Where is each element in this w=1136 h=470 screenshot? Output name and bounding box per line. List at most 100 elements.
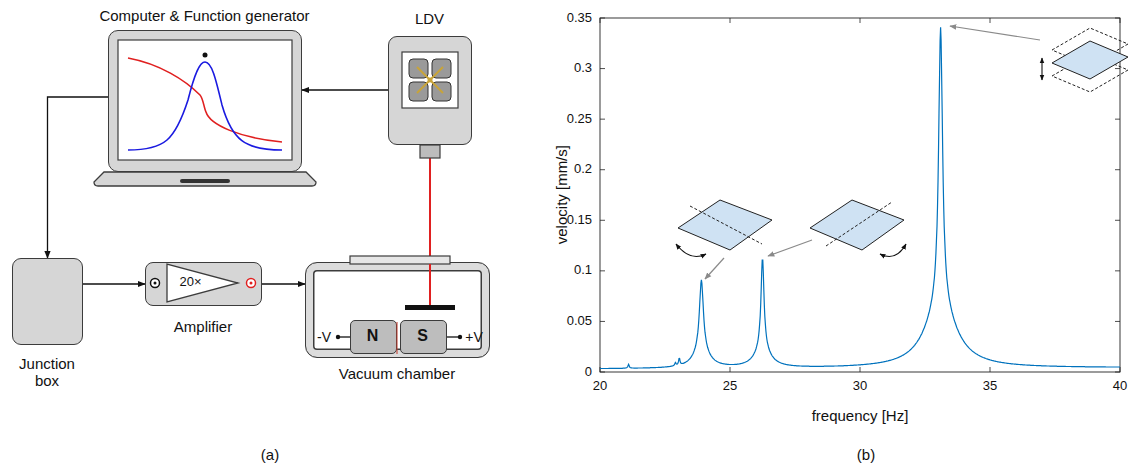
drawing-part: [350, 256, 450, 264]
tick-mark: [1120, 18, 1121, 23]
tick-mark: [600, 119, 605, 120]
drawing-part: [678, 200, 772, 250]
tick-mark: [990, 18, 991, 23]
signal-arrow: [83, 283, 145, 284]
tick-mark: [600, 169, 605, 170]
tick-mark: [1115, 68, 1120, 69]
magnet-pole: S: [400, 320, 447, 354]
tick-mark: [600, 68, 605, 69]
drawing-part: [950, 26, 1040, 40]
tick-mark: [600, 372, 605, 373]
tick-label: 0.05: [567, 314, 592, 329]
laptop-monitor: Computer & Function generator: [108, 30, 302, 172]
drawing-part: [397, 322, 398, 354]
drawing-part: [128, 58, 282, 142]
tick-mark: [1115, 169, 1120, 170]
tick-label: 0.3: [574, 61, 592, 76]
drawing-part: [810, 200, 904, 250]
drawing-part: [118, 40, 292, 160]
drawing-part: [1052, 41, 1128, 79]
node-label: N: [367, 327, 379, 345]
tick-mark: [1115, 220, 1120, 221]
tick-mark: [1115, 18, 1120, 19]
drawing-part: [458, 335, 462, 339]
drawing-part: [417, 67, 443, 93]
drawing-part: [705, 258, 724, 279]
response-curve: [600, 27, 1120, 368]
tick-mark: [600, 18, 601, 23]
node-label: Amplifier: [174, 318, 232, 335]
drawing-part: [1052, 54, 1128, 92]
drawing-part: [167, 264, 238, 302]
drawing-part: [768, 240, 812, 256]
annotation-label: (b): [857, 446, 875, 463]
drawing-part: [247, 279, 256, 288]
node-label: LDV: [415, 10, 444, 27]
drawing-part: [676, 244, 706, 256]
drawing-part: [409, 82, 428, 101]
tick-mark: [860, 18, 861, 23]
annotation-label: -V: [317, 329, 331, 345]
drawing-part: [826, 202, 892, 246]
tick-mark: [730, 18, 731, 23]
tick-label: 0: [585, 365, 592, 380]
tick-mark: [1115, 372, 1120, 373]
vacuum-chamber: Vacuum chamberNS: [305, 262, 490, 358]
drawing-part: [180, 179, 230, 183]
tick-mark: [600, 220, 605, 221]
magnet-pole: N: [350, 320, 397, 354]
drawing-part: [154, 282, 157, 285]
drawing-part: [1052, 28, 1128, 66]
signal-arrow: [48, 97, 109, 258]
drawing-part: [429, 264, 431, 305]
tick-mark: [1115, 321, 1120, 322]
drawing-part: [336, 335, 340, 339]
drawing-part: [600, 18, 1120, 372]
signal-arrow: [262, 283, 305, 284]
tick-label: 0.2: [574, 162, 592, 177]
drawing-part: [151, 279, 160, 288]
tick-label: 30: [853, 379, 867, 394]
tick-label: 0.1: [574, 263, 592, 278]
drawing-part: [405, 305, 455, 310]
tick-mark: [600, 367, 601, 372]
drawing-part: [690, 206, 762, 244]
node-label: Junction box: [12, 355, 82, 390]
laser-beam: [429, 145, 431, 262]
ldv-unit: LDV: [388, 36, 472, 145]
drawing-part: [447, 336, 460, 337]
tick-label: 0.25: [567, 112, 592, 127]
drawing-part: [420, 145, 440, 158]
drawing-part: [409, 59, 428, 78]
tick-mark: [600, 270, 605, 271]
drawing-part: [432, 82, 451, 101]
tick-mark: [600, 18, 605, 19]
tick-label: 25: [723, 379, 737, 394]
node-label: 20×: [179, 275, 201, 290]
junction-box: Junction box: [12, 258, 83, 345]
drawing-part: [338, 336, 350, 337]
node-label: S: [417, 327, 428, 345]
axis-label: frequency [Hz]: [812, 407, 909, 424]
drawing-part: [250, 282, 253, 285]
tick-label: 20: [593, 379, 607, 394]
drawing-part: [432, 59, 451, 78]
tick-mark: [1115, 119, 1120, 120]
drawing-part: [600, 18, 1120, 372]
axis-label: velocity [mm/s]: [553, 145, 570, 244]
tick-mark: [730, 367, 731, 372]
tick-mark: [1115, 270, 1120, 271]
drawing-part: [1041, 58, 1042, 80]
tick-label: 0.15: [567, 213, 592, 228]
drawing-part: [428, 78, 433, 83]
tick-label: 40: [1113, 379, 1127, 394]
tick-mark: [990, 367, 991, 372]
drawing-part: [94, 172, 316, 186]
drawing-part: [203, 53, 208, 58]
amplifier-box: 20×Amplifier: [145, 262, 262, 306]
node-label: Vacuum chamber: [339, 365, 455, 382]
tick-mark: [1120, 367, 1121, 372]
annotation-label: +V: [465, 329, 483, 345]
tick-mark: [600, 321, 605, 322]
